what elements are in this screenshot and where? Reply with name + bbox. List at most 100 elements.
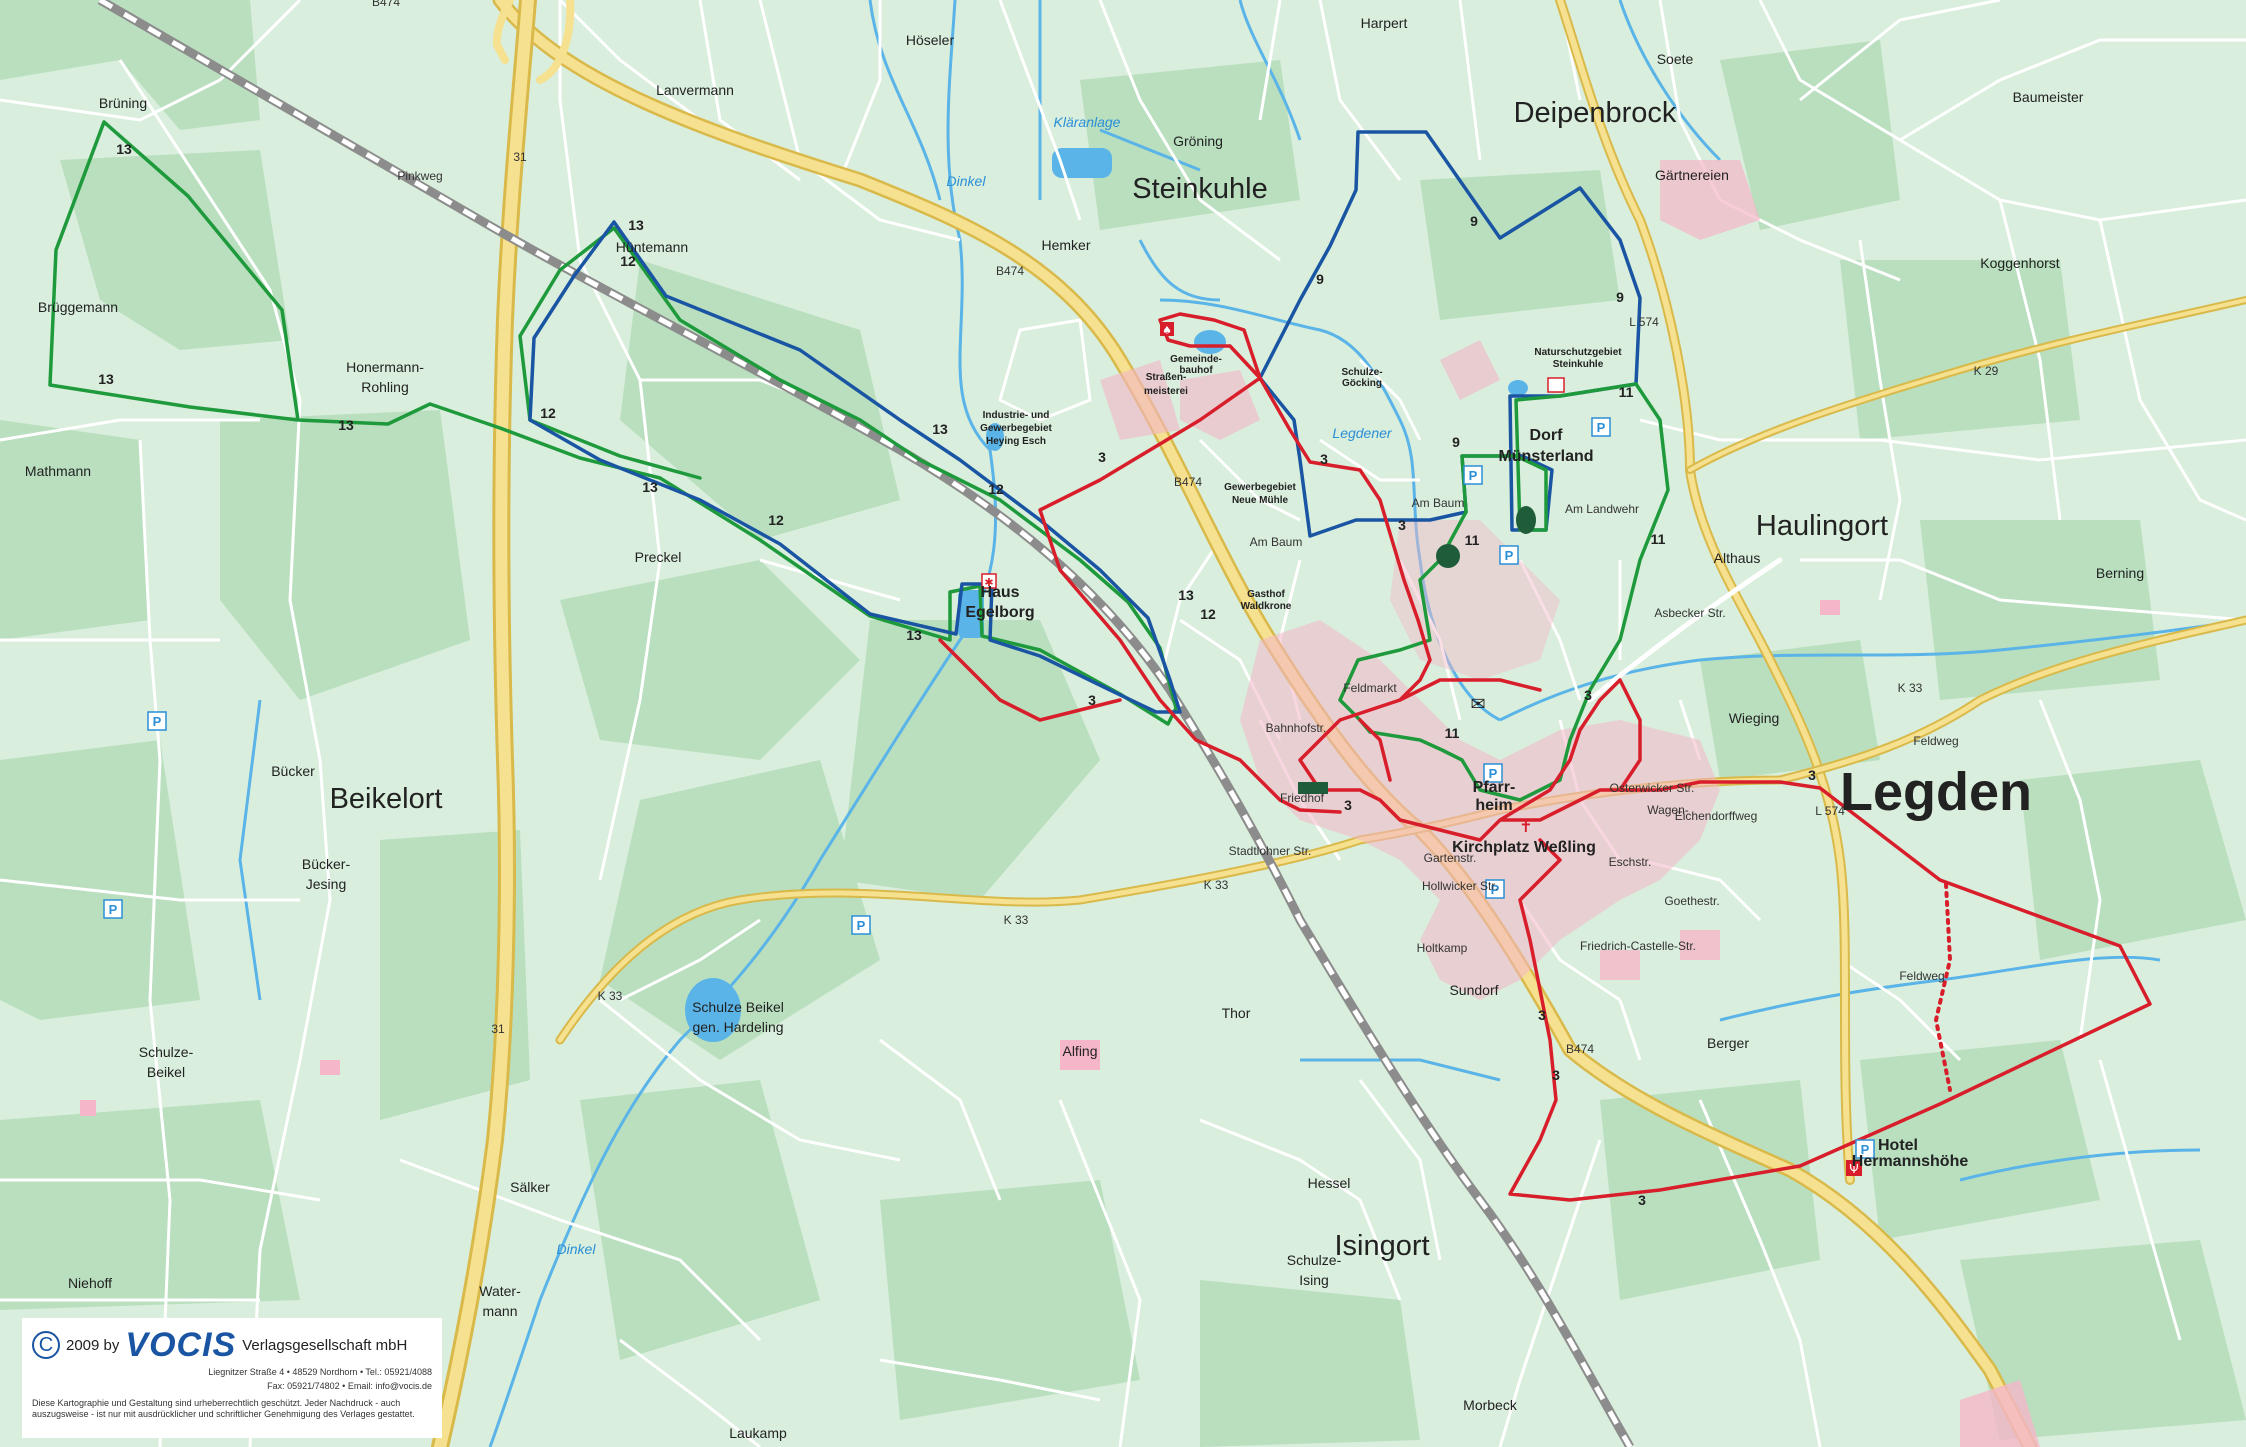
road-label: Pinkweg — [397, 169, 442, 183]
svg-text:✝: ✝ — [1519, 817, 1532, 836]
church-icon: ✝ — [1519, 817, 1532, 836]
route-number: 13 — [338, 417, 354, 433]
poi-label: Kirchplatz Weßling — [1452, 839, 1596, 856]
road-label: Asbecker Str. — [1654, 606, 1725, 620]
place-label: Water- — [479, 1283, 521, 1299]
svg-text:✉: ✉ — [1470, 694, 1485, 715]
place-label: Steinkuhle — [1132, 173, 1267, 205]
facility-label: Steinkuhle — [1553, 359, 1604, 370]
road-label: Feldweg — [1913, 734, 1958, 748]
svg-text:Ψ: Ψ — [1849, 1162, 1858, 1176]
buildings — [80, 160, 2040, 1447]
poi-label: heim — [1475, 797, 1512, 814]
place-label: Bücker — [271, 763, 315, 779]
route-number: 12 — [540, 405, 556, 421]
place-label: Alfing — [1062, 1043, 1097, 1059]
facility-label: Heying Esch — [986, 436, 1046, 447]
road-label: Feldmarkt — [1343, 681, 1397, 695]
place-label: Beikel — [147, 1064, 185, 1080]
facility-label: Naturschutzgebiet — [1534, 347, 1622, 358]
place-label: Lanvermann — [656, 82, 734, 98]
major-roads — [431, 0, 2246, 1447]
road-label: Holtkamp — [1417, 941, 1468, 955]
fire-station-icon: ♠ — [1160, 322, 1174, 337]
route-number: 3 — [1344, 797, 1352, 813]
place-label: Beikelort — [330, 783, 443, 815]
road-label: Eichendorffweg — [1675, 809, 1758, 823]
poi-label: Hermannshöhe — [1852, 1153, 1969, 1170]
landmark-icon: ✱ — [981, 573, 997, 589]
place-label: Brüggemann — [38, 299, 118, 315]
road-label: Friedrich-Castelle-Str. — [1580, 939, 1696, 953]
road-label: K 33 — [598, 989, 623, 1003]
place-label: Harpert — [1361, 15, 1408, 31]
svg-text:P: P — [1489, 766, 1498, 781]
route-number: 3 — [1398, 517, 1406, 533]
pond-heying — [986, 423, 1004, 451]
place-label: Berger — [1707, 1035, 1749, 1051]
route-number: 12 — [768, 512, 784, 528]
copyright-box: C 2009 by VOCIS Verlagsgesellschaft mbH … — [22, 1318, 442, 1438]
facility-label: Schulze- — [1341, 367, 1382, 378]
nature-reserve-icon — [1547, 377, 1565, 393]
road-label: Stadtlohner Str. — [1229, 844, 1312, 858]
svg-text:P: P — [857, 918, 866, 933]
route-number: 13 — [98, 371, 114, 387]
place-label: Bücker- — [302, 856, 351, 872]
facility-label: Gasthof — [1247, 589, 1285, 600]
route-number: 3 — [1538, 1007, 1546, 1023]
facility-label: bauhof — [1179, 365, 1213, 376]
road-label: L 574 — [1629, 315, 1659, 329]
publisher-logo: VOCIS — [125, 1325, 237, 1364]
route-number: 13 — [1178, 587, 1194, 603]
route-number: 11 — [1651, 531, 1666, 547]
route-number: 12 — [1200, 606, 1216, 622]
poi-label: Haus — [980, 584, 1019, 601]
place-label: Schulze- — [1287, 1252, 1342, 1268]
route-number: 11 — [1619, 384, 1634, 400]
place-label: Höseler — [906, 32, 955, 48]
svg-text:P: P — [1597, 420, 1606, 435]
route-number: 3 — [1552, 1067, 1560, 1083]
restaurant-icon: Ψ — [1846, 1160, 1862, 1176]
place-label: Baumeister — [2013, 89, 2084, 105]
sports-field-icon — [1516, 506, 1536, 534]
place-label: Schulze- — [139, 1044, 194, 1060]
poi-label: Pfarr- — [1473, 779, 1516, 796]
road-label: Wagen- — [1647, 803, 1689, 817]
water-label: Kläranlage — [1054, 114, 1121, 130]
poi-label: Münsterland — [1498, 448, 1593, 465]
route-number: 13 — [932, 421, 948, 437]
map-symbols: P P P P P P P P P Ψ ✱ ♠ ✉ ✝ — [103, 322, 1875, 1176]
facility-label: Neue Mühle — [1232, 495, 1289, 506]
water-label: Dinkel — [557, 1241, 597, 1257]
route-number: 11 — [1445, 725, 1460, 741]
road-label: Gartenstr. — [1424, 851, 1477, 865]
road-label: Am Baum — [1250, 535, 1303, 549]
place-label: Gröning — [1173, 133, 1223, 149]
place-labels-large: DeipenbrockSteinkuhleHaulingortBeikelort… — [330, 97, 1889, 1262]
place-label: Sundorf — [1449, 982, 1498, 998]
road-label: Friedhof — [1280, 791, 1325, 805]
road-label: B474 — [1566, 1042, 1594, 1056]
road-label: Hollwicker Str. — [1422, 879, 1498, 893]
road-label: 31 — [491, 1022, 505, 1036]
copyright-header: C 2009 by VOCIS Verlagsgesellschaft mbH — [32, 1326, 432, 1364]
route-number: 3 — [1098, 449, 1106, 465]
post-office-icon: ✉ — [1470, 694, 1485, 715]
svg-text:P: P — [109, 902, 118, 917]
pond-egelborg — [958, 590, 984, 638]
copyright-notice: Diese Kartographie und Gestaltung sind u… — [32, 1398, 415, 1419]
place-label: Brüning — [99, 95, 147, 111]
facility-label: meisterei — [1144, 386, 1188, 397]
parking-icon: P — [147, 711, 167, 731]
cycling-routes — [48, 120, 2152, 1202]
place-label: Sälker — [510, 1179, 550, 1195]
facility-label: Waldkrone — [1241, 601, 1292, 612]
place-label: gen. Hardeling — [692, 1019, 783, 1035]
copyright-symbol-icon: C — [32, 1331, 60, 1359]
